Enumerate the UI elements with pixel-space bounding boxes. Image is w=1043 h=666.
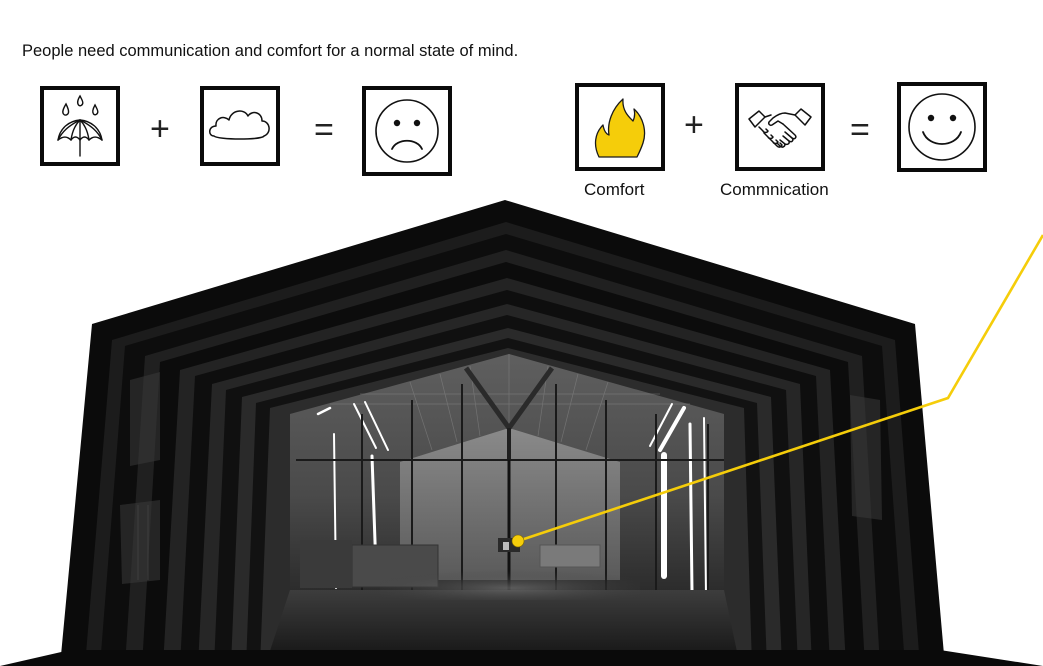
equals-operator-left: = [314,111,334,149]
rain-umbrella-box [40,86,120,166]
plus-operator-right: + [684,106,704,144]
callout-dot [511,534,525,548]
flame-box [575,83,665,171]
happy-face-box [897,82,987,172]
sad-face-icon [375,99,439,163]
rain-umbrella-icon [57,94,103,157]
happy-face-icon [908,93,976,161]
comfort-label: Comfort [584,180,645,199]
plus-operator-left: + [150,110,170,148]
cloud-icon [209,110,270,140]
cloud-box [200,86,280,166]
page-caption: People need communication and comfort fo… [22,42,519,60]
handshake-box [735,83,825,171]
sad-face-box [362,86,452,176]
equals-operator-right: = [850,111,870,149]
communication-label: Commnication [720,180,829,199]
handshake-icon [748,108,812,148]
callout-leader-line [517,234,1043,543]
flame-icon [594,98,646,158]
